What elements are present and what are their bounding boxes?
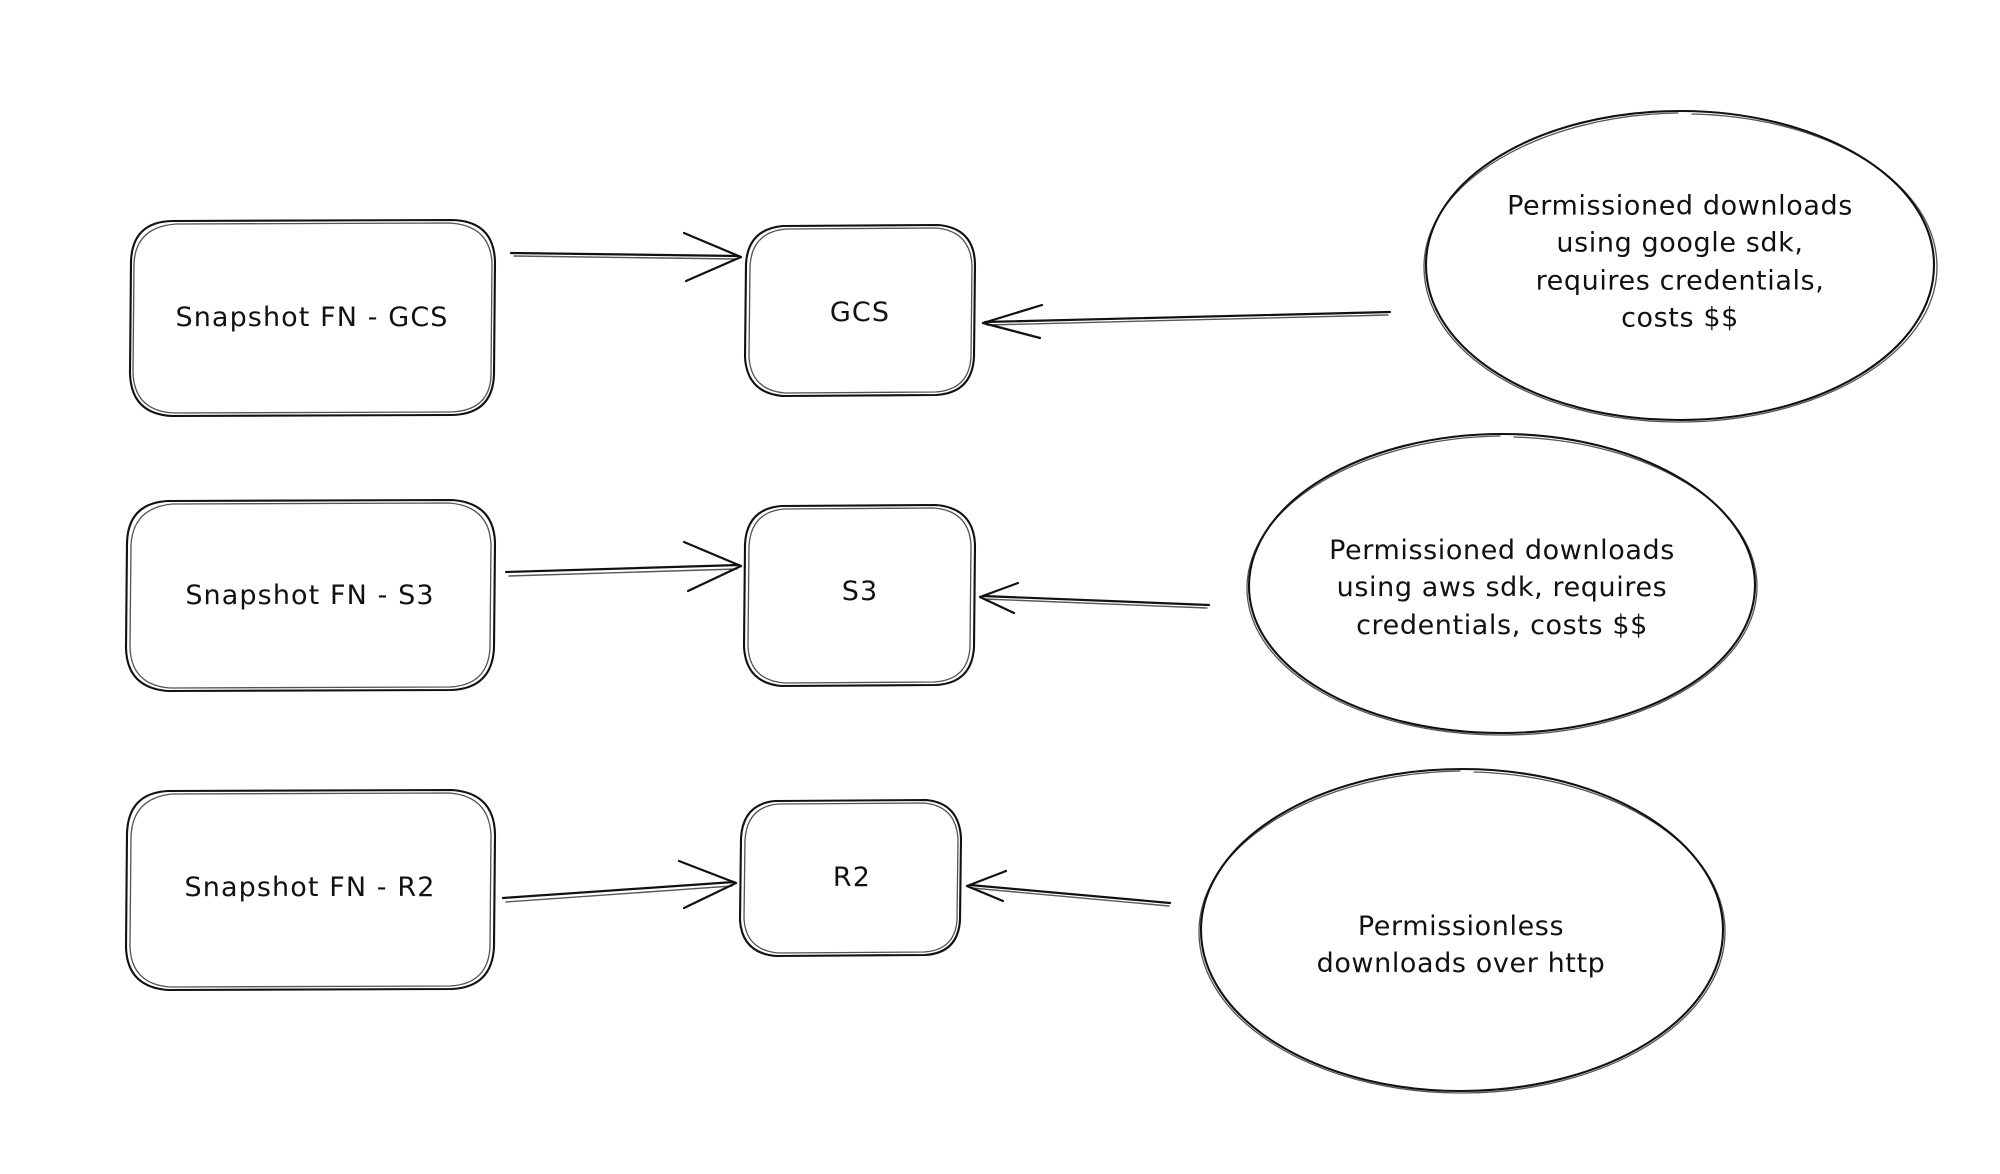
arrow-note-to-gcs — [981, 303, 1392, 340]
node-shape-s3[interactable] — [742, 503, 977, 688]
node-shape-r2[interactable] — [738, 798, 963, 958]
node-shape-gcs[interactable] — [743, 223, 977, 398]
node-shape-snapshot-fn-r2[interactable] — [124, 788, 497, 992]
node-shape-snapshot-fn-gcs[interactable] — [128, 218, 497, 418]
arrow-snapshot-fn-r2-to-r2 — [501, 859, 738, 910]
node-shape-snapshot-fn-s3[interactable] — [124, 498, 497, 693]
note-shape-r2[interactable] — [1198, 767, 1726, 1094]
note-shape-gcs[interactable] — [1423, 109, 1938, 423]
arrow-note-to-s3 — [978, 581, 1211, 615]
arrow-note-to-r2 — [965, 869, 1172, 907]
arrow-snapshot-fn-gcs-to-gcs — [509, 231, 743, 283]
arrow-snapshot-fn-s3-to-s3 — [504, 540, 743, 593]
note-shape-s3[interactable] — [1246, 432, 1758, 736]
